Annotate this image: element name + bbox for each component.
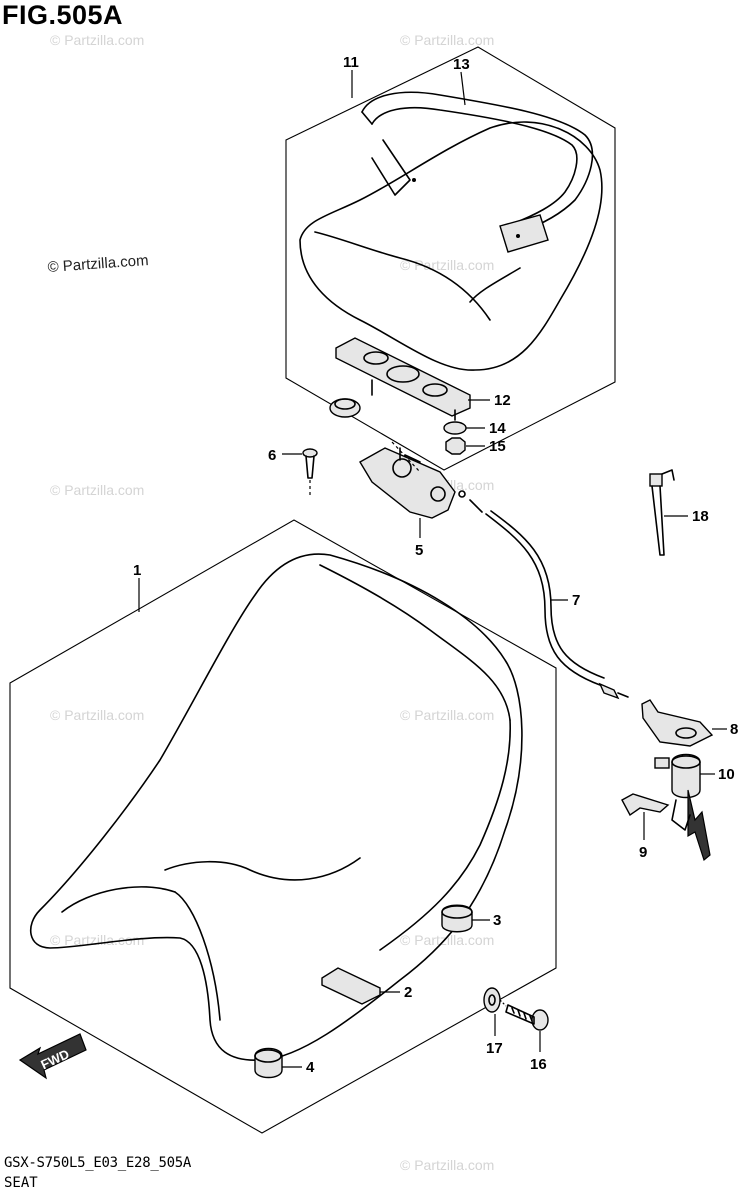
nut — [445, 437, 466, 455]
bolt — [302, 448, 318, 495]
callout-14: 14 — [489, 420, 506, 437]
callout-3: 3 — [493, 912, 501, 929]
fwd-label: FWD — [38, 1046, 71, 1072]
figure-code: GSX-S750L5_E03_E28_505A — [4, 1155, 191, 1171]
callout-1: 1 — [133, 562, 141, 579]
callout-5: 5 — [415, 542, 423, 559]
callout-4: 4 — [306, 1059, 315, 1076]
seat-strap — [361, 91, 594, 253]
rear-seat — [299, 121, 603, 371]
seat-plate — [335, 337, 471, 421]
watermark: © Partzilla.com — [400, 707, 494, 723]
seat-lock-cylinder — [654, 753, 711, 862]
rear-seat-assembly-outline — [285, 46, 616, 471]
watermark: © Partzilla.com — [400, 932, 494, 948]
watermarks: © Partzilla.com © Partzilla.com © Partzi… — [50, 32, 494, 1173]
lock-plate — [621, 793, 670, 817]
watermark: © Partzilla.com — [50, 932, 144, 948]
watermark: © Partzilla.com — [50, 32, 144, 48]
seat-cushion — [254, 1047, 283, 1079]
watermark: © Partzilla.com — [400, 257, 494, 273]
callout-11: 11 — [343, 54, 359, 71]
grommet — [441, 904, 473, 933]
watermark-main: © Partzilla.com — [47, 252, 149, 276]
callout-18: 18 — [692, 508, 709, 525]
callout-2: 2 — [404, 984, 412, 1001]
seat-lock-cable — [458, 490, 629, 700]
watermark: © Partzilla.com — [400, 32, 494, 48]
collar — [483, 987, 501, 1013]
leader-lines — [138, 70, 727, 1068]
callout-8: 8 — [730, 721, 738, 738]
washer — [443, 421, 467, 435]
cushion — [329, 398, 361, 418]
front-seat-assembly-outline — [9, 519, 557, 1134]
callout-16: 16 — [530, 1056, 547, 1073]
forward-arrow: FWD — [18, 1033, 87, 1080]
watermark: © Partzilla.com — [50, 707, 144, 723]
front-seat — [29, 553, 523, 1061]
cable-tie — [649, 469, 675, 556]
lock-bracket — [641, 699, 714, 747]
callout-6: 6 — [268, 447, 276, 464]
callout-13: 13 — [453, 56, 470, 73]
figure-name: SEAT — [4, 1175, 38, 1191]
callout-7: 7 — [572, 592, 580, 609]
callout-numbers: 11 13 12 14 15 6 5 7 18 8 10 9 1 3 2 4 1… — [133, 54, 738, 1076]
callout-17: 17 — [486, 1040, 503, 1057]
callout-9: 9 — [639, 844, 647, 861]
callout-12: 12 — [494, 392, 511, 409]
watermark: © Partzilla.com — [400, 1157, 494, 1173]
callout-15: 15 — [489, 438, 506, 455]
figure-title: FIG.505A — [2, 0, 124, 30]
screw — [499, 999, 549, 1031]
watermark: © Partzilla.com — [50, 482, 144, 498]
seat-lock-latch — [359, 441, 456, 519]
callout-10: 10 — [718, 766, 735, 783]
pad — [321, 967, 381, 1005]
